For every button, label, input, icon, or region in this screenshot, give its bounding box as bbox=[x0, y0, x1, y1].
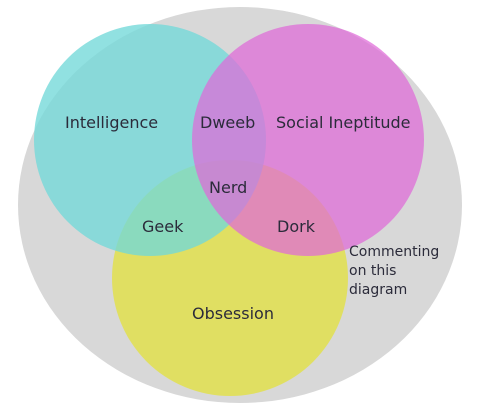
label-nerd: Nerd bbox=[209, 178, 248, 197]
label-obsession: Obsession bbox=[192, 304, 274, 323]
outside-comment-line: Commenting bbox=[349, 244, 440, 260]
circle-social-ineptitude bbox=[192, 24, 424, 256]
label-social-ineptitude: Social Ineptitude bbox=[276, 113, 411, 132]
outside-comment: Commenting on this diagram bbox=[349, 243, 459, 300]
label-intelligence: Intelligence bbox=[65, 113, 159, 132]
outside-comment-line: diagram bbox=[349, 282, 408, 298]
outside-comment-line: on this bbox=[349, 263, 397, 279]
label-geek: Geek bbox=[142, 217, 184, 236]
label-dork: Dork bbox=[277, 217, 315, 236]
label-dweeb: Dweeb bbox=[200, 113, 256, 132]
